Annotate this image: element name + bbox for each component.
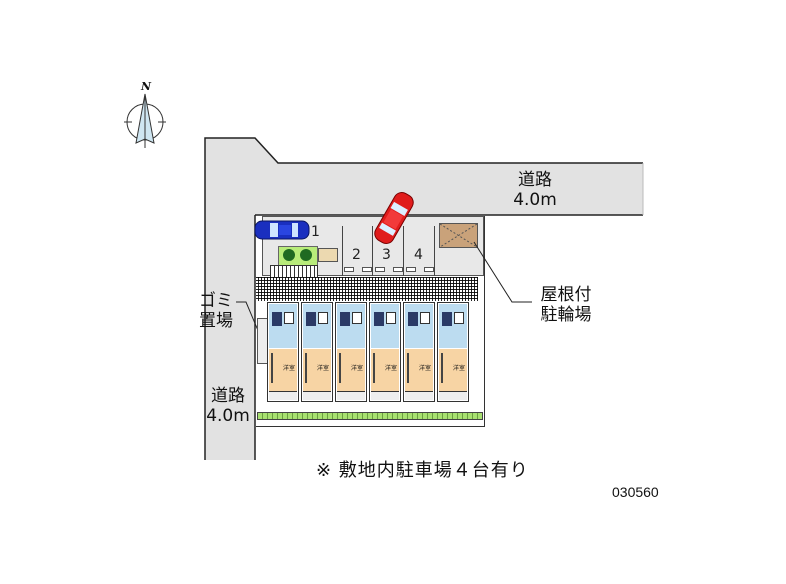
parking-marker (344, 267, 354, 272)
garbage-area-label: ゴミ 置場 (194, 291, 238, 331)
west-road-name: 道路 (211, 386, 245, 406)
bike-shelter-label-line1: 屋根付 (540, 285, 592, 305)
west-road-width: 4.0m (206, 406, 250, 426)
parking-marker (424, 267, 434, 272)
north-road-name: 道路 (518, 170, 552, 190)
room-label: 洋室 (419, 365, 432, 372)
parking-note: ※ 敷地内駐車場４台有り (316, 460, 529, 481)
room-label: 洋室 (317, 365, 330, 372)
parking-spot-3: 3 (382, 247, 391, 263)
parking-divider (372, 226, 373, 276)
room-label: 洋室 (385, 365, 398, 372)
walkway (256, 277, 478, 301)
north-compass: N (120, 80, 170, 152)
garbage-label-line2: 置場 (199, 311, 233, 331)
room-label: 洋室 (453, 365, 466, 372)
blue-car-icon (254, 220, 310, 240)
parking-divider (434, 226, 435, 276)
red-car-icon (374, 192, 414, 244)
unit: 洋室 (335, 302, 367, 402)
parking-marker (406, 267, 416, 272)
unit: 洋室 (437, 302, 469, 402)
apartment-building: 洋室 洋室 洋室 洋室 洋室 洋室 (267, 302, 477, 402)
tree-icon (300, 249, 312, 261)
north-road-width: 4.0m (513, 190, 557, 210)
bike-shelter-label: 屋根付 駐輪場 (533, 285, 599, 325)
north-road-label: 道路 4.0m (500, 170, 570, 210)
parking-marker (362, 267, 372, 272)
tree-icon (283, 249, 295, 261)
listing-code: 030560 (612, 484, 659, 500)
parking-spot-1: 1 (311, 224, 320, 240)
parking-divider (403, 226, 404, 276)
compass-rose-icon (124, 93, 166, 148)
mailbox-icon (318, 248, 338, 262)
compass-north-label: N (141, 80, 152, 93)
parking-spot-2: 2 (352, 247, 361, 263)
unit: 洋室 (369, 302, 401, 402)
hedge-strip (257, 412, 483, 420)
unit: 洋室 (267, 302, 299, 402)
west-road-label: 道路 4.0m (198, 386, 258, 426)
parking-marker (393, 267, 403, 272)
parking-spot-4: 4 (414, 247, 423, 263)
hedge-planter (278, 246, 318, 266)
unit: 洋室 (301, 302, 333, 402)
bike-shelter-label-line2: 駐輪場 (540, 305, 592, 325)
bike-shelter-leader-line (473, 241, 532, 303)
garbage-label-line1: ゴミ (199, 291, 233, 311)
parking-marker (375, 267, 385, 272)
garbage-leader-line (236, 301, 263, 341)
parking-divider (342, 226, 343, 276)
bike-shelter-icon (439, 223, 478, 248)
unit: 洋室 (403, 302, 435, 402)
room-label: 洋室 (283, 365, 296, 372)
room-label: 洋室 (351, 365, 364, 372)
